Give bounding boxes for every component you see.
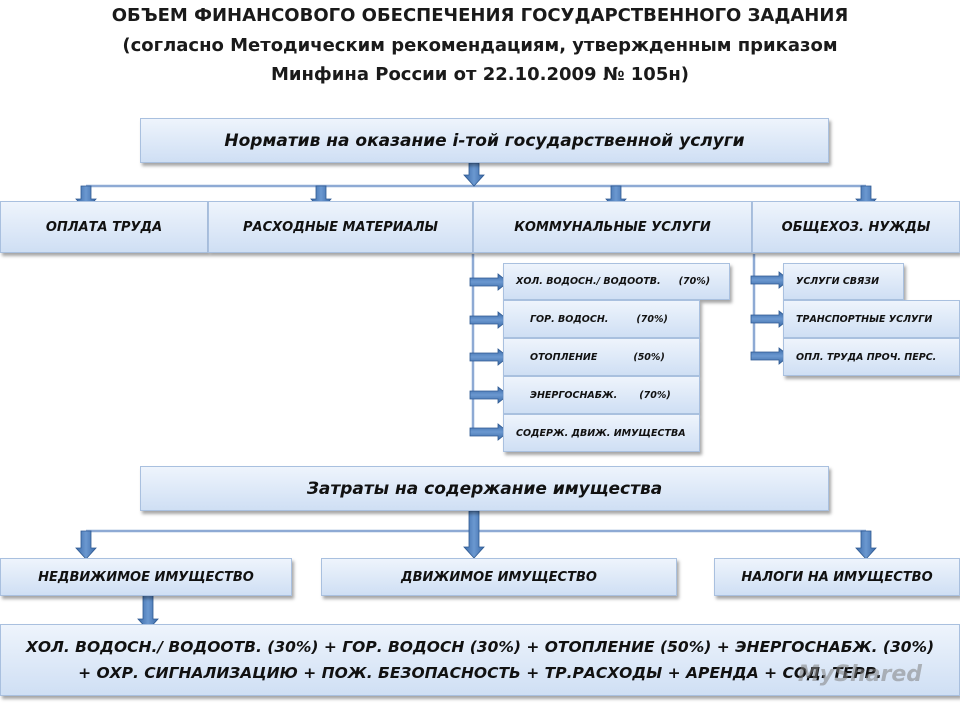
property-costs-box: Затраты на содержание имущества (140, 466, 829, 511)
category-materials: РАСХОДНЫЕ МАТЕРИАЛЫ (208, 201, 473, 253)
down-arrow-icon (463, 510, 485, 559)
utility-item-label: ЭНЕРГОСНАБЖ. (530, 389, 618, 401)
title-line-2: (согласно Методическим рекомендациям, ут… (122, 35, 838, 56)
norm-box: Норматив на оказание i-той государственн… (140, 118, 829, 163)
utility-item-pct: (70%) (639, 389, 671, 401)
category-labor: ОПЛАТА ТРУДА (0, 201, 208, 253)
utility-item-pct: (70%) (678, 276, 711, 287)
utility-item-label: ОТОПЛЕНИЕ (530, 351, 598, 363)
utility-item: ГОР. ВОДОСН. (70%) (503, 300, 700, 338)
property-taxes: НАЛОГИ НА ИМУЩЕСТВО (714, 558, 960, 596)
utility-item-pct: (70%) (636, 313, 668, 325)
property-real: НЕДВИЖИМОЕ ИМУЩЕСТВО (0, 558, 292, 596)
general-item: ОПЛ. ТРУДА ПРОЧ. ПЕРС. (783, 338, 960, 376)
utility-item: ЭНЕРГОСНАБЖ. (70%) (503, 376, 700, 414)
utility-item: СОДЕРЖ. ДВИЖ. ИМУЩЕСТВА (503, 414, 700, 452)
utility-item-pct: (50%) (633, 351, 665, 363)
watermark: MyShared (797, 662, 922, 687)
category-general: ОБЩЕХОЗ. НУЖДЫ (752, 201, 960, 253)
formula-line-2: + ОХР. СИГНАЛИЗАЦИЮ + ПОЖ. БЕЗОПАСНОСТЬ … (78, 664, 882, 682)
utility-item-label: ХОЛ. ВОДОСН./ ВОДООТВ. (516, 276, 661, 287)
formula-line-1: ХОЛ. ВОДОСН./ ВОДООТВ. (30%) + ГОР. ВОДО… (25, 638, 935, 656)
general-item: ТРАНСПОРТНЫЕ УСЛУГИ (783, 300, 960, 338)
title-line-1: ОБЪЕМ ФИНАНСОВОГО ОБЕСПЕЧЕНИЯ ГОСУДАРСТВ… (111, 5, 849, 26)
down-arrow-icon (855, 530, 877, 560)
utility-item: ХОЛ. ВОДОСН./ ВОДООТВ. (70%) (503, 263, 730, 300)
utility-item-label: СОДЕРЖ. ДВИЖ. ИМУЩЕСТВА (516, 427, 686, 439)
formula-box: ХОЛ. ВОДОСН./ ВОДООТВ. (30%) + ГОР. ВОДО… (0, 624, 960, 696)
utility-item: ОТОПЛЕНИЕ (50%) (503, 338, 700, 376)
utility-item-label: ГОР. ВОДОСН. (530, 313, 609, 325)
title-line-3: Минфина России от 22.10.2009 № 105н) (270, 64, 690, 85)
property-movable: ДВИЖИМОЕ ИМУЩЕСТВО (321, 558, 677, 596)
category-utilities: КОММУНАЛЬНЫЕ УСЛУГИ (473, 201, 752, 253)
down-arrow-icon (75, 530, 97, 560)
down-arrow-icon (463, 162, 485, 187)
general-item: УСЛУГИ СВЯЗИ (783, 263, 904, 300)
